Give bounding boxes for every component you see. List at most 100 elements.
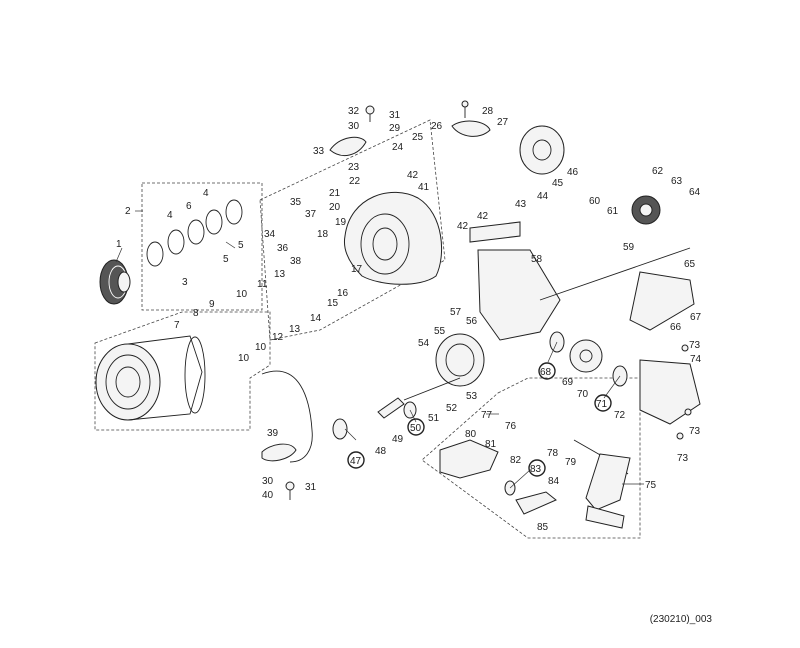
part-label: 50 <box>410 423 422 434</box>
drag-knob <box>99 259 131 305</box>
part-label: 51 <box>428 413 440 424</box>
main-shaft <box>539 247 691 301</box>
part-label: 17 <box>351 264 363 275</box>
part-label: 46 <box>567 167 579 178</box>
part-label: 30 <box>262 476 274 487</box>
part-label: 13 <box>289 324 301 335</box>
part-label: 12 <box>272 332 284 343</box>
part-label: 52 <box>446 403 458 414</box>
handle <box>573 439 631 529</box>
part-label: 79 <box>565 457 577 468</box>
part-label: 45 <box>552 178 564 189</box>
part-label: 18 <box>317 229 329 240</box>
part-label: 39 <box>267 428 279 439</box>
part-label: 34 <box>264 229 276 240</box>
part-label: 4 <box>203 188 209 199</box>
part-label: 59 <box>623 242 635 253</box>
bail-arm <box>261 120 491 463</box>
part-label: 30 <box>348 121 360 132</box>
part-label: 75 <box>645 480 657 491</box>
reel-body <box>469 221 701 425</box>
part-label: 44 <box>537 191 549 202</box>
part-label: 10 <box>238 353 250 364</box>
worm-shaft <box>377 377 461 419</box>
part-label: 61 <box>607 206 619 217</box>
part-label: 31 <box>389 110 401 121</box>
part-label: 74 <box>690 354 702 365</box>
part-label: 40 <box>262 490 274 501</box>
pinion-assembly <box>435 333 485 387</box>
part-labels: 1 2 3 4 4 5 5 6 7 8 9 10 10 10 11 12 13 … <box>116 106 702 533</box>
part-label: 13 <box>274 269 286 280</box>
part-label: 62 <box>652 166 664 177</box>
part-label: 32 <box>348 106 360 117</box>
oscillation-gear <box>631 195 661 225</box>
part-label: 23 <box>348 162 360 173</box>
part-label: 26 <box>431 121 443 132</box>
body-cover <box>519 125 695 331</box>
leader-lines <box>115 210 644 489</box>
part-label: 78 <box>547 448 559 459</box>
part-label: 38 <box>290 256 302 267</box>
drive-gear <box>569 339 603 373</box>
part-label: 42 <box>407 170 419 181</box>
part-label: 22 <box>349 176 361 187</box>
spool-group-outline <box>94 311 271 431</box>
part-label: 64 <box>689 187 701 198</box>
part-label: 16 <box>337 288 349 299</box>
part-label: 85 <box>537 522 549 533</box>
part-label: 57 <box>450 307 462 318</box>
highlight-circles <box>347 362 612 477</box>
part-label: 49 <box>392 434 404 445</box>
screws <box>285 100 692 500</box>
part-label: 76 <box>505 421 517 432</box>
part-label: 67 <box>690 312 702 323</box>
part-label: 1 <box>116 239 122 250</box>
part-label: 71 <box>596 399 608 410</box>
part-label: 47 <box>350 456 362 467</box>
part-label: 73 <box>677 453 689 464</box>
part-label: 68 <box>540 367 552 378</box>
part-label: 58 <box>531 254 543 265</box>
part-label: 9 <box>209 299 215 310</box>
part-label: 82 <box>510 455 522 466</box>
handle-group-outline <box>421 377 641 539</box>
part-label: 73 <box>689 426 701 437</box>
part-label: 36 <box>277 243 289 254</box>
part-label: 2 <box>125 206 131 217</box>
part-label: 65 <box>684 259 696 270</box>
part-label: 55 <box>434 326 446 337</box>
part-label: 5 <box>223 254 229 265</box>
drag-washers <box>146 199 243 267</box>
part-label: 27 <box>497 117 509 128</box>
part-label: 60 <box>589 196 601 207</box>
part-label: 83 <box>530 464 542 475</box>
part-label: 29 <box>389 123 401 134</box>
part-label: 7 <box>174 320 180 331</box>
handle-knob <box>439 439 557 515</box>
part-label: 66 <box>670 322 682 333</box>
part-label: 11 <box>257 279 268 290</box>
part-label: 43 <box>515 199 527 210</box>
part-label: 8 <box>193 308 199 319</box>
part-label: 53 <box>466 391 478 402</box>
part-label: 63 <box>671 176 683 187</box>
part-label: 42 <box>457 221 469 232</box>
part-label: 19 <box>335 217 347 228</box>
part-label: 37 <box>305 209 317 220</box>
part-label: 73 <box>689 340 701 351</box>
part-label: 5 <box>238 240 244 251</box>
part-label: 48 <box>375 446 387 457</box>
part-label: 20 <box>329 202 341 213</box>
part-label: 28 <box>482 106 494 117</box>
part-label: 6 <box>186 201 192 212</box>
part-label: 84 <box>548 476 560 487</box>
part-label: 35 <box>290 197 302 208</box>
rotor <box>343 191 442 285</box>
document-code: (230210)_003 <box>649 614 712 625</box>
part-label: 10 <box>255 342 267 353</box>
part-label: 80 <box>465 429 477 440</box>
part-label: 10 <box>236 289 248 300</box>
part-label: 72 <box>614 410 626 421</box>
